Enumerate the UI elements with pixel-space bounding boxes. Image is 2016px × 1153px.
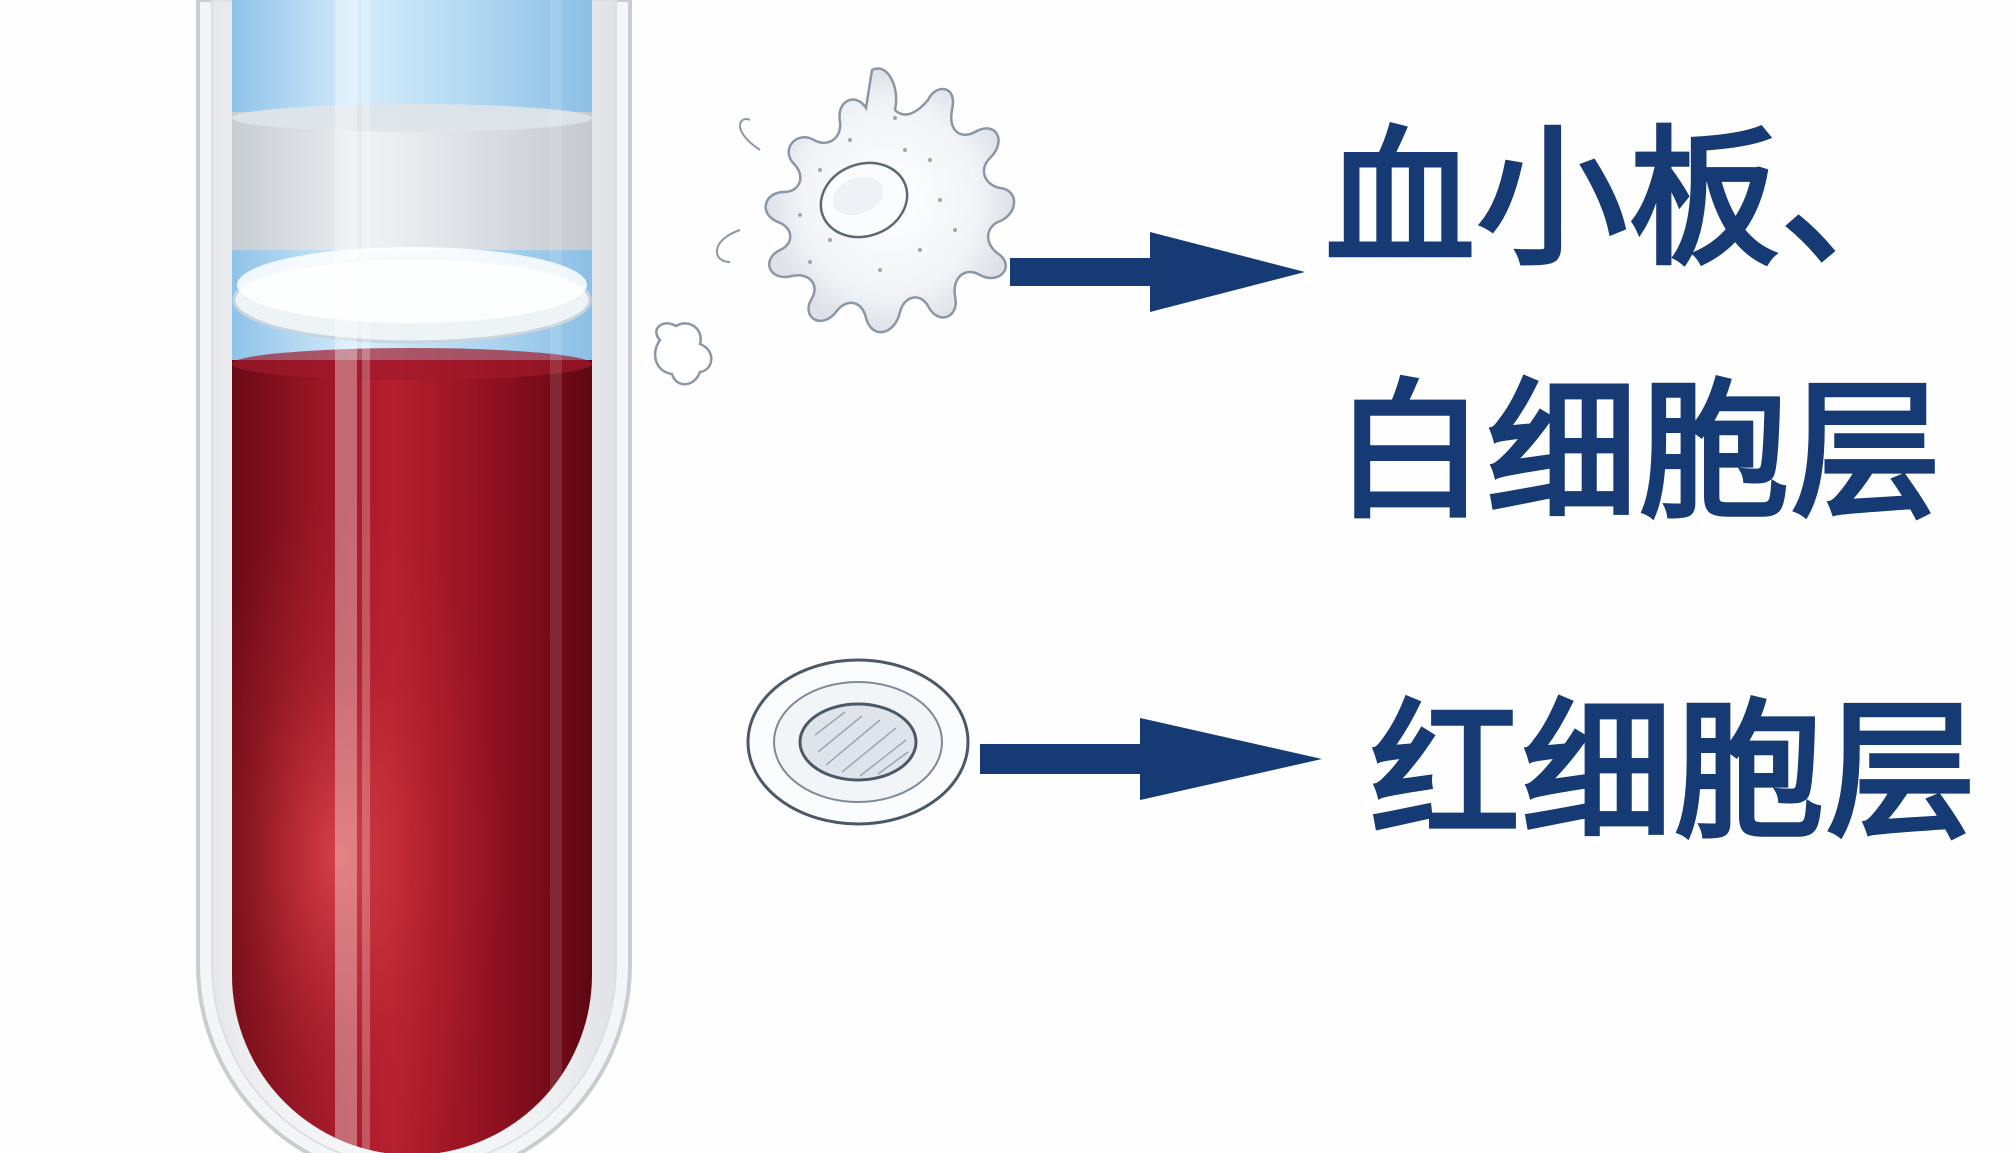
red-cell-label: 红细胞层 [1370, 686, 1979, 860]
platelet-label-line1: 血小板、 [1325, 113, 1934, 287]
red-blood-cell-icon [746, 658, 970, 826]
arrow-to-red-cell-label [980, 718, 1322, 800]
platelet-texture [798, 116, 957, 272]
rbc-hatching [814, 711, 909, 777]
grey-band [232, 112, 592, 252]
platelet-cell-icon [653, 67, 1016, 386]
arrow-to-platelet-label [1010, 232, 1305, 312]
rbc-center [798, 702, 918, 782]
test-tube [196, 0, 632, 1153]
platelet-fragment [653, 322, 713, 386]
platelet-label-line2: 白细胞层 [1335, 366, 1944, 540]
